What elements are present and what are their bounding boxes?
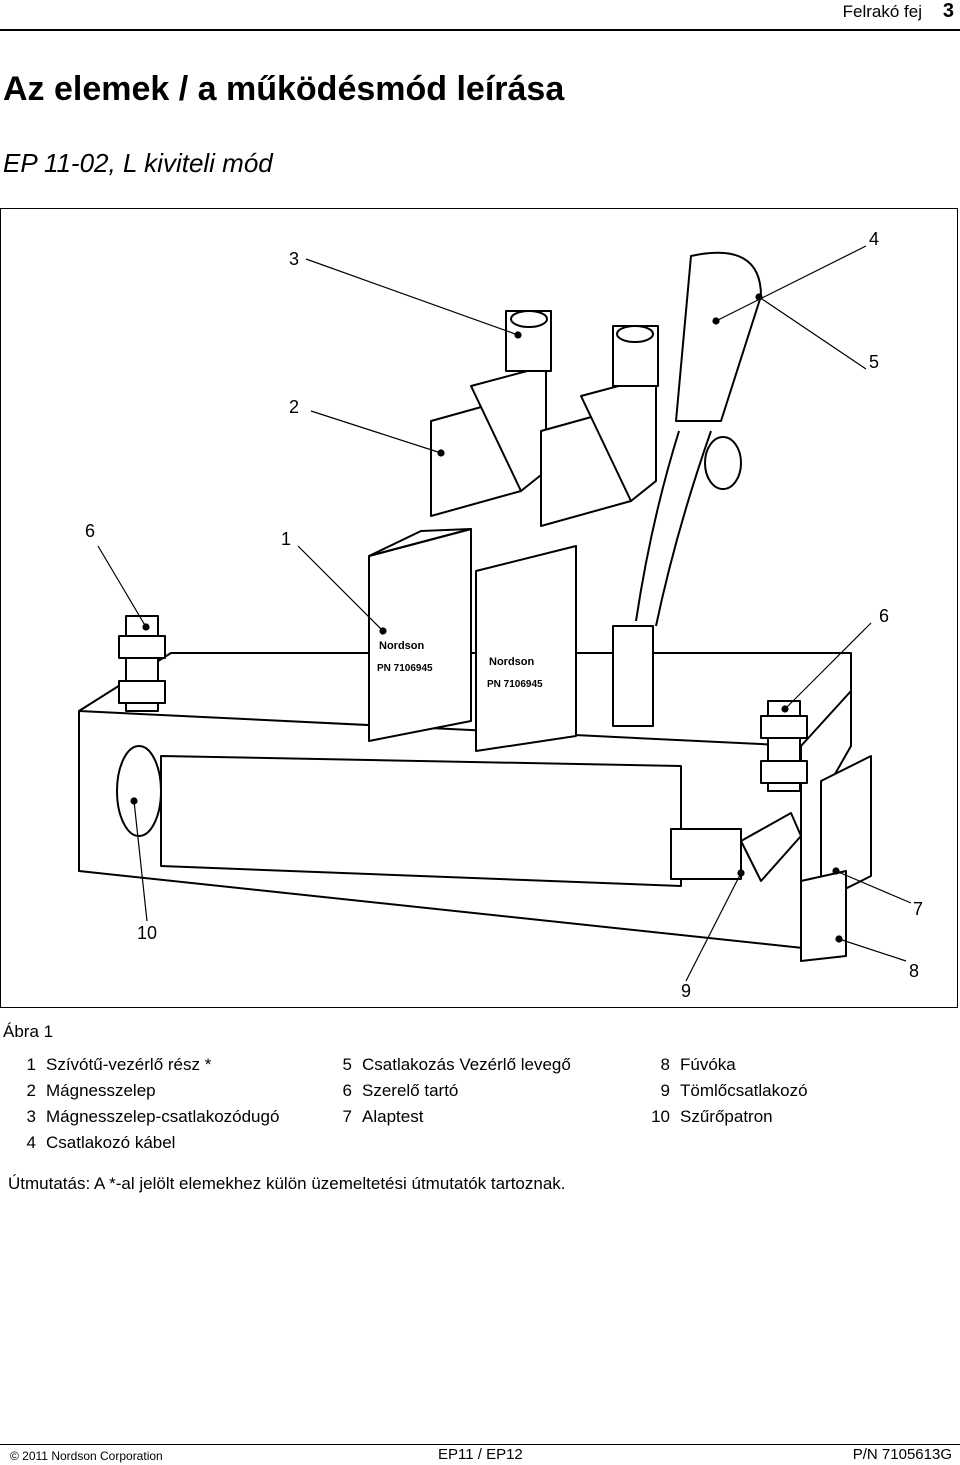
callout-9: 9 xyxy=(681,981,692,1001)
callout-3: 3 xyxy=(289,249,300,269)
technical-figure: Nordson PN 7106945 Nordson PN 7106945 3 … xyxy=(0,208,958,1008)
note-label: Útmutatás: xyxy=(8,1174,91,1193)
nameplate-brand-2: Nordson xyxy=(489,656,535,668)
nameplate-pn-2: PN 7106945 xyxy=(487,679,543,690)
applicator-head-drawing: Nordson PN 7106945 Nordson PN 7106945 xyxy=(78,245,912,982)
callout-6-left: 6 xyxy=(85,521,96,541)
nameplate-pn-1: PN 7106945 xyxy=(377,663,433,674)
footer-copyright: © 2011 Nordson Corporation xyxy=(10,1449,163,1463)
callout-1: 1 xyxy=(281,529,292,549)
page-title: Az elemek / a működésmód leírása xyxy=(3,70,565,108)
header-page-number: 3 xyxy=(942,0,954,22)
callout-6-right: 6 xyxy=(879,606,890,626)
footer-rule xyxy=(0,1444,960,1445)
note-text: A *-al jelölt elemekhez külön üzemelteté… xyxy=(94,1174,566,1193)
callout-2: 2 xyxy=(289,397,300,417)
page-subtitle: EP 11-02, L kiviteli mód xyxy=(3,148,273,178)
note: Útmutatás: A *-al jelölt elemekhez külön… xyxy=(8,1174,566,1194)
footer-part-number: P/N 7105613G xyxy=(852,1446,952,1463)
callout-8: 8 xyxy=(909,961,920,981)
header-section-title: Felrakó fej xyxy=(842,2,922,21)
figure-caption: Ábra 1 xyxy=(3,1022,54,1041)
callout-10: 10 xyxy=(137,923,158,943)
header-rule xyxy=(0,29,960,31)
nameplate-brand-1: Nordson xyxy=(379,640,425,652)
callout-4: 4 xyxy=(869,229,880,249)
callout-5: 5 xyxy=(869,352,880,372)
footer-model: EP11 / EP12 xyxy=(438,1446,523,1463)
callout-7: 7 xyxy=(913,899,924,919)
